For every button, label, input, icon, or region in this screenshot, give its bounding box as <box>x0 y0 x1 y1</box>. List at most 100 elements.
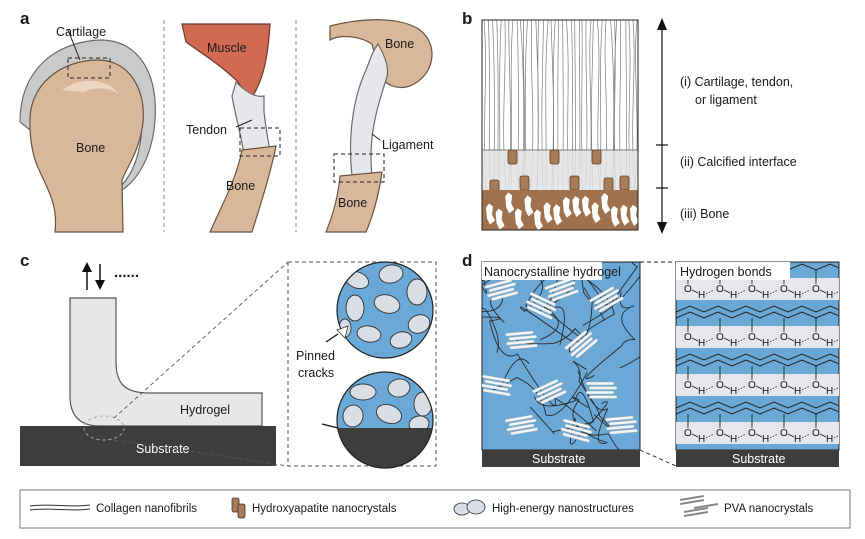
panel-d-letter: d <box>462 251 472 270</box>
cartilage-leader <box>67 29 81 61</box>
hydrogen-title-bg <box>676 262 790 280</box>
nanostructure-ellipse <box>345 294 365 322</box>
panel-c: c ...... Hydrogel Substrate Pinned cra <box>20 251 437 469</box>
polymer-backbone <box>676 305 839 313</box>
panel-d: d Nanocrystalline hydrogel Substrate OHO… <box>462 251 840 467</box>
polymer-chain <box>610 275 640 308</box>
pva-crystal <box>505 330 538 350</box>
nanostructure-ellipse <box>406 278 428 306</box>
pva-crystal <box>605 415 638 435</box>
bone-pore <box>524 195 534 217</box>
hydrogen-bond <box>705 385 715 391</box>
polymer-chain <box>482 316 597 432</box>
pinned-label: Pinned <box>296 349 335 363</box>
oh-bond <box>819 289 827 294</box>
bone-label-upper: Bone <box>385 37 414 51</box>
hydrogen-bond <box>769 337 779 343</box>
hydrogen-atom: H <box>794 338 801 349</box>
bone-label-joint: Bone <box>76 141 105 155</box>
layer-iii-label: (iii) Bone <box>680 207 729 221</box>
hydrogen-bond <box>769 385 779 391</box>
layer-i-label: (i) Cartilage, tendon, <box>680 75 793 89</box>
substrate-label-d-right: Substrate <box>732 452 786 466</box>
oxygen-atom: O <box>748 332 756 343</box>
circle-top-border <box>336 261 434 359</box>
bone-pore <box>543 202 553 224</box>
hydroxyapatite-crystal <box>591 149 602 165</box>
panel-b: b (i) Cartilage, tendon, or ligament (ii… <box>462 9 797 234</box>
substrate-block <box>20 426 276 466</box>
bone-highlight <box>62 80 120 96</box>
crack-top <box>336 325 349 339</box>
zoom-line-bottom <box>113 439 289 467</box>
oh-bond <box>691 385 699 390</box>
legend-label-hydroxyapatite: Hydroxyapatite nanocrystals <box>252 503 397 515</box>
hydrogen-bonds-label: Hydrogen bonds <box>680 265 772 279</box>
bone-pore <box>601 192 611 214</box>
hydrogen-atom: H <box>762 290 769 301</box>
hydrogen-atom: H <box>826 434 833 445</box>
oxygen-atom: O <box>812 284 820 295</box>
ligament-illustration: Bone Ligament Bone <box>325 19 434 233</box>
oh-bond <box>819 385 827 390</box>
oh-bond <box>755 337 763 342</box>
hydrogen-bond <box>801 337 811 343</box>
polymer-chain <box>517 306 586 346</box>
bond-row-band <box>676 326 839 348</box>
polymer-chain <box>529 391 595 434</box>
oh-bond <box>691 289 699 294</box>
hydrogen-atom: H <box>794 434 801 445</box>
oxygen-atom: O <box>748 284 756 295</box>
oxygen-atom: O <box>812 332 820 343</box>
hydrogen-bond <box>705 433 715 439</box>
oxygen-atom: O <box>716 428 724 439</box>
oh-bond <box>787 433 795 438</box>
pva-crystal <box>560 418 593 443</box>
oh-bond <box>723 337 731 342</box>
hydrogen-bond <box>769 433 779 439</box>
hydrogen-bond <box>737 385 747 391</box>
ligament-zoom-box <box>333 153 385 183</box>
polymer-chain <box>585 291 637 380</box>
pva-crystal <box>484 278 519 301</box>
pva-crystal <box>504 414 539 436</box>
polymer-chain <box>572 370 609 445</box>
ligament-leader <box>371 133 381 141</box>
hydrogen-atom: H <box>794 290 801 301</box>
hydrogen-atom: H <box>730 386 737 397</box>
hydrogen-atom: H <box>794 386 801 397</box>
bone-pore <box>582 195 591 217</box>
polymer-backbone <box>676 401 839 409</box>
bone-head <box>29 59 144 233</box>
oh-bond <box>755 385 763 390</box>
crack-pointer-bottom <box>321 423 339 429</box>
nanocrystalline-label: Nanocrystalline hydrogel <box>484 265 621 279</box>
legend: Collagen nanofibrils Hydroxyapatite nano… <box>19 489 851 529</box>
hydrogen-atom: H <box>698 338 705 349</box>
hydrogen-bond <box>737 433 747 439</box>
hydrogen-bond <box>801 385 811 391</box>
panel-a: a Cartilage Bone Muscle Tendon Bone <box>19 9 434 233</box>
bone-label-tendon: Bone <box>226 179 255 193</box>
hydrogen-bond <box>833 291 839 295</box>
hydrogen-atom: H <box>730 338 737 349</box>
cartilage-label: Cartilage <box>56 25 106 39</box>
nanostructure-ellipse <box>373 294 401 314</box>
nanocrystalline-title-bg <box>482 262 602 280</box>
legend-label-collagen: Collagen nanofibrils <box>96 503 197 515</box>
substrate-label-d-left: Substrate <box>532 452 586 466</box>
bond-row-band <box>676 278 839 300</box>
nanostructure-ellipse <box>375 403 403 425</box>
nanostructure-ellipse <box>387 378 411 398</box>
nanostructure-ellipse <box>349 383 377 401</box>
hydrogel-body <box>69 297 263 427</box>
pva-crystal <box>589 286 624 313</box>
contact-zoom-circle <box>83 415 125 441</box>
nanostructure-ellipse <box>378 264 404 284</box>
tendon-bone-shape <box>209 145 277 233</box>
hydrogen-bond <box>705 337 715 343</box>
bone-pore <box>620 204 630 226</box>
legend-label-pva: PVA nanocrystals <box>724 503 814 515</box>
legend-frame <box>19 489 851 529</box>
